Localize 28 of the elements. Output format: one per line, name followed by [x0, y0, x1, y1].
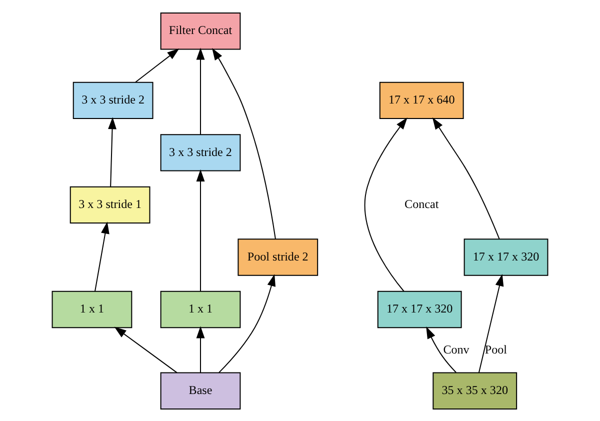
node-box: 3 x 3 stride 2	[160, 134, 241, 171]
arrow	[218, 274, 276, 372]
node-box: 1 x 1	[160, 290, 241, 328]
arrow	[196, 326, 205, 372]
label: Concat	[404, 196, 439, 211]
node-box: 17 x 17 x 320	[464, 238, 548, 276]
arrow	[108, 116, 116, 186]
arrow	[135, 48, 180, 82]
arrow	[196, 168, 205, 291]
arrow	[478, 273, 504, 372]
node-box: 17 x 17 x 320	[377, 290, 462, 328]
node-box: 17 x 17 x 640	[379, 81, 464, 119]
arrow	[94, 221, 110, 291]
arrow	[196, 47, 205, 134]
node-box: 3 x 3 stride 1	[70, 186, 150, 224]
node-box: Filter Concat	[160, 12, 241, 50]
node-box: Pool stride 2	[238, 238, 318, 276]
node-box: 3 x 3 stride 2	[72, 81, 154, 119]
arrow	[364, 116, 408, 292]
arrow	[212, 48, 276, 239]
node-box: 1 x 1	[52, 290, 132, 328]
arrow	[426, 326, 456, 372]
arrow	[432, 116, 500, 239]
node-box: 35 x 35 x 320	[432, 372, 518, 409]
node-box: Base	[160, 372, 241, 409]
arrow	[114, 326, 178, 373]
edge-label: Pool	[484, 342, 508, 356]
edge-label: Conv	[443, 342, 470, 356]
